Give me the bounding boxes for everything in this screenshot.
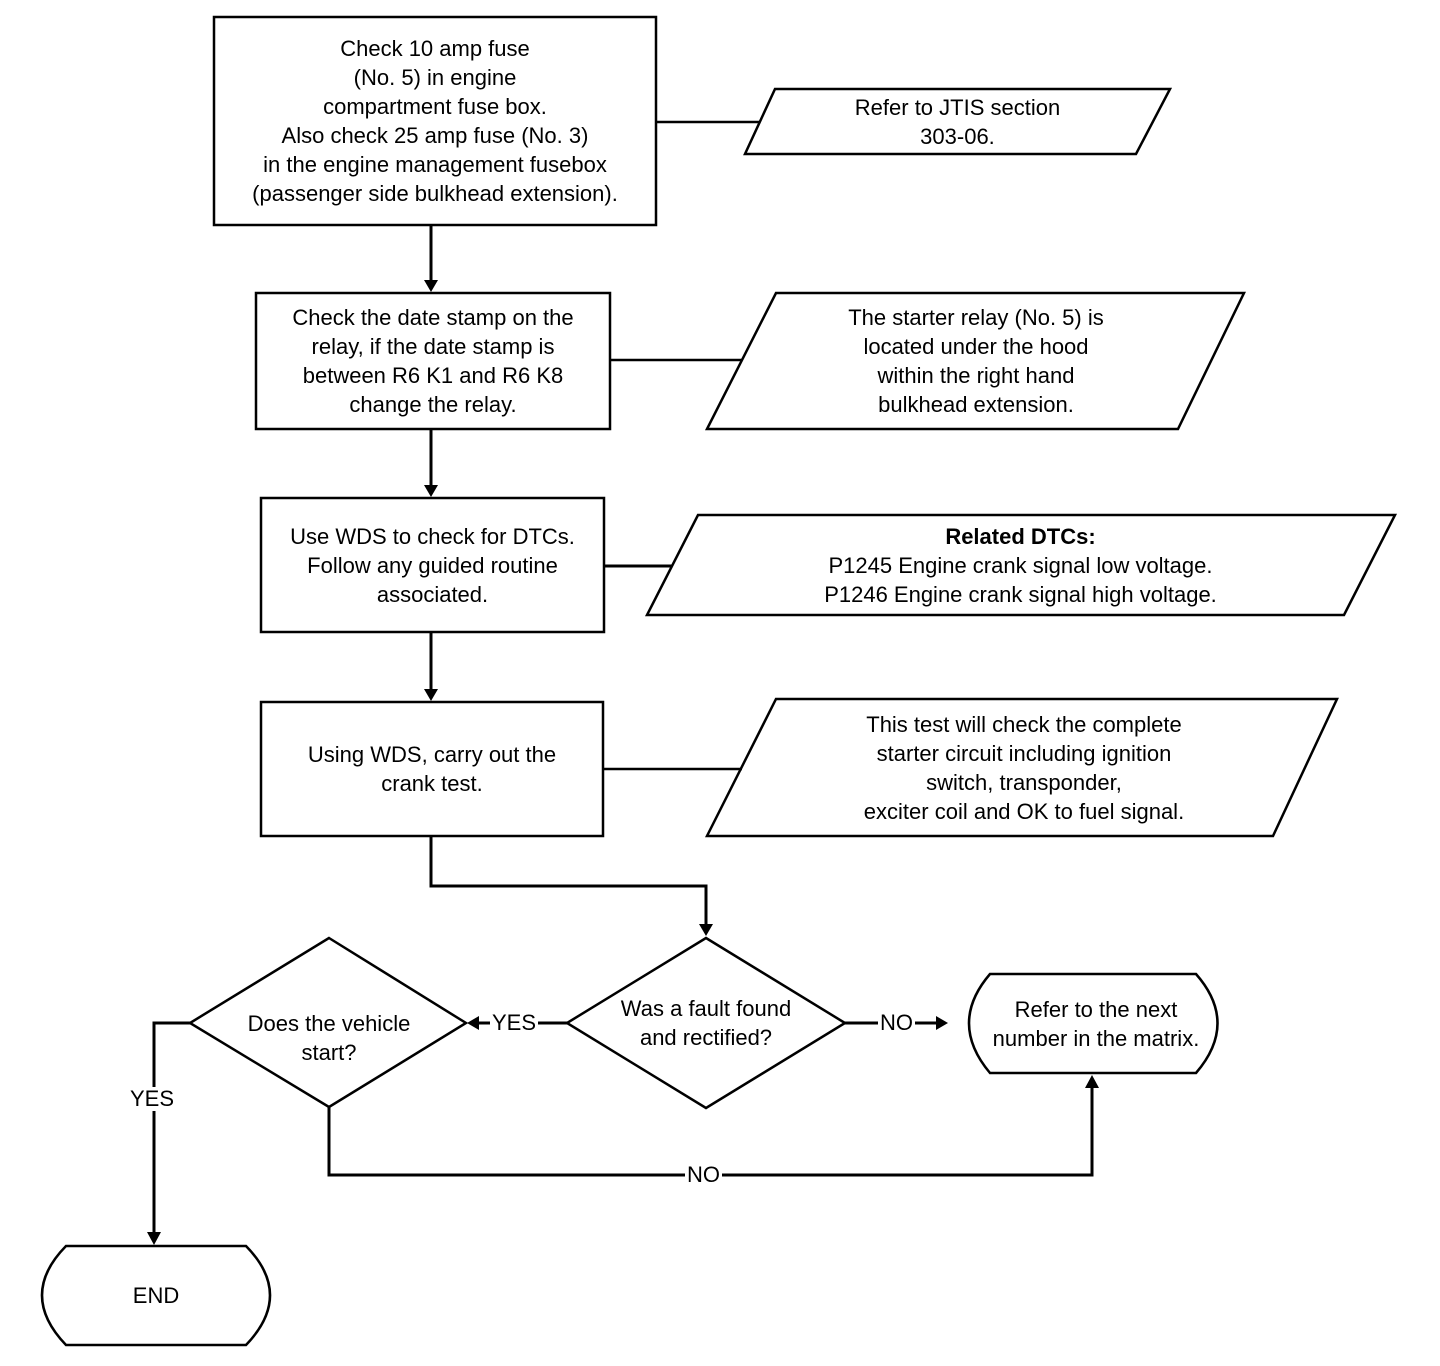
relay-note-text: The starter relay (No. 5) is located und…: [848, 305, 1104, 417]
edge-start-yes-arrow: [147, 1232, 161, 1245]
jtis-note-text: Refer to JTIS section 303-06.: [854, 94, 1061, 149]
crank-note-shape: [704, 697, 1339, 838]
wds-dtc-box: [259, 496, 606, 634]
dtc-note-lines: P1245 Engine crank signal low voltage. P…: [824, 552, 1217, 607]
fault-decision-shape: [564, 936, 848, 1110]
crank-note-text: This test will check the complete starte…: [863, 711, 1185, 824]
next-matrix-text: Refer to the next number in the matrix.: [992, 996, 1200, 1051]
arrowhead-fault: [699, 924, 713, 936]
edge-fault-yes-arrow: [467, 1016, 479, 1030]
edge-fault-yes-label: YES: [490, 1010, 539, 1035]
fault-decision-text: Was a fault found and rectified?: [620, 996, 792, 1050]
dtc-note-text: Related DTCs: P1245 Engine crank signal …: [672, 515, 1369, 615]
next-matrix-shape: [967, 972, 1219, 1075]
check-fuse-text: Check 10 amp fuse (No. 5) in engine comp…: [252, 36, 618, 206]
connector-crank-fault: [429, 836, 708, 926]
edge-start-yes-label: YES: [128, 1086, 177, 1111]
dtc-note-heading: Related DTCs:: [945, 523, 1096, 549]
crank-test-text: Using WDS, carry out the crank test.: [307, 742, 557, 796]
edge-start-yes-line: [152, 1021, 190, 1234]
check-fuse-box: [212, 15, 658, 227]
end-text: END: [132, 1283, 180, 1308]
wds-dtc-text: Use WDS to check for DTCs. Follow any gu…: [290, 523, 575, 607]
crank-test-box: [259, 700, 605, 838]
arrowhead-crank: [424, 689, 438, 701]
arrowhead-relay: [424, 280, 438, 292]
edge-start-no-label: NO: [685, 1162, 722, 1187]
edge-fault-no-arrow: [936, 1016, 948, 1030]
end-shape: [40, 1244, 272, 1347]
edge-fault-no-label: NO: [878, 1010, 915, 1035]
check-relay-box: [254, 291, 612, 431]
check-relay-text: Check the date stamp on the relay, if th…: [292, 305, 574, 417]
arrowhead-dtc: [424, 485, 438, 497]
edge-start-no-arrow: [1085, 1075, 1099, 1088]
jtis-note-shape: [743, 87, 1173, 156]
start-decision-text: Does the vehicle start?: [247, 1011, 411, 1065]
relay-note-shape: [704, 291, 1246, 431]
dtc-note-shape: [644, 513, 1398, 617]
